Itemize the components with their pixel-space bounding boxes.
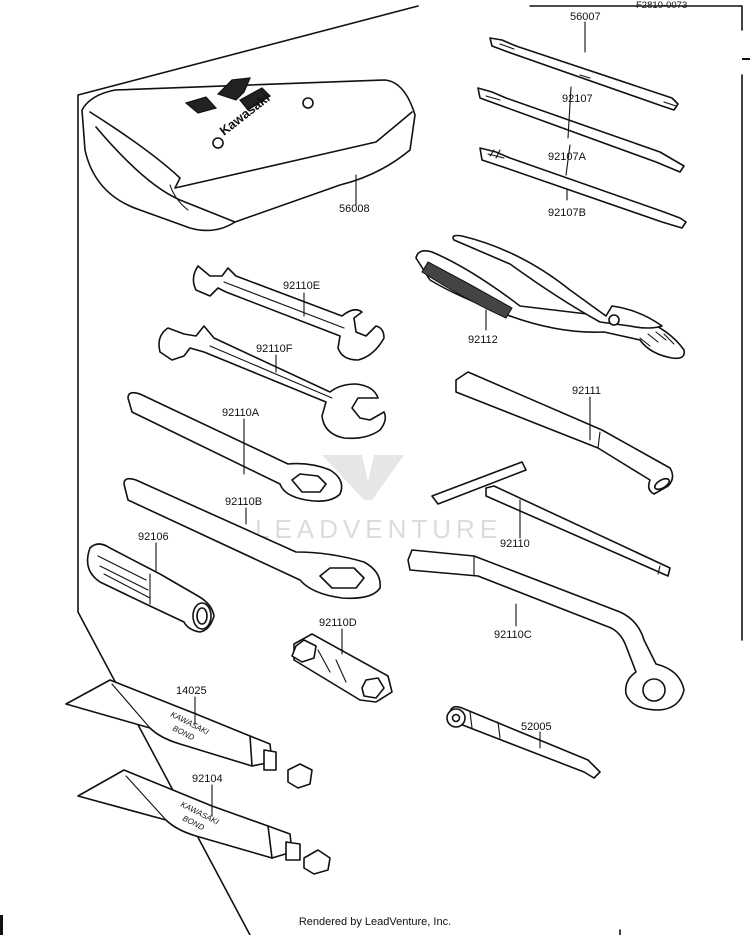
label-92110: 92110 [500, 538, 530, 550]
footer-credit: Rendered by LeadVenture, Inc. [298, 916, 452, 928]
edge-mark [742, 58, 750, 60]
pliers-92112 [415, 234, 686, 360]
label-92110a: 92110A [222, 407, 260, 419]
screwdriver-92107a [477, 87, 685, 173]
watermark: LEADVENTURE [255, 455, 502, 544]
plug-wrench-92110d [291, 633, 393, 703]
label-92112: 92112 [468, 334, 498, 346]
label-92110b: 92110B [225, 496, 262, 508]
t-handle-92110 [431, 461, 671, 577]
label-92110f: 92110F [256, 343, 293, 355]
wrench-92110a [127, 391, 343, 502]
tool-pouch: Kawasaki [81, 77, 416, 232]
label-92110e: 92110E [283, 280, 320, 292]
label-92107: 92107 [562, 93, 593, 105]
label-92106: 92106 [138, 531, 169, 543]
bond-tube-92104: KAWASAKI BOND [77, 769, 331, 875]
wrench-92110e [192, 265, 385, 361]
screwdriver-shaft-92107 [489, 37, 679, 111]
bond-tube-14025: KAWASAKI BOND [65, 679, 313, 789]
screwdriver-92107b [479, 147, 687, 229]
wrench-92110b [123, 477, 381, 600]
wrench-92110f [158, 325, 387, 440]
label-14025: 14025 [176, 685, 207, 697]
label-92104: 92104 [192, 773, 223, 785]
ring-wrench-92110c [407, 549, 685, 711]
corner-mark [0, 915, 3, 935]
svg-text:LEADVENTURE: LEADVENTURE [255, 514, 502, 544]
leader-lines [155, 21, 591, 817]
extension-52005 [446, 705, 601, 779]
handle-bar-92111 [455, 371, 674, 495]
label-92107a: 92107A [548, 151, 587, 163]
label-92111: 92111 [572, 385, 601, 397]
label-56008: 56008 [339, 203, 370, 215]
label-92107b: 92107B [548, 207, 586, 219]
driver-handle-92106 [86, 543, 215, 633]
kit-outline [77, 5, 743, 935]
label-92110d: 92110D [319, 617, 357, 629]
label-56007: 56007 [570, 11, 601, 23]
label-52005: 52005 [521, 721, 552, 733]
label-92110c: 92110C [494, 629, 532, 641]
